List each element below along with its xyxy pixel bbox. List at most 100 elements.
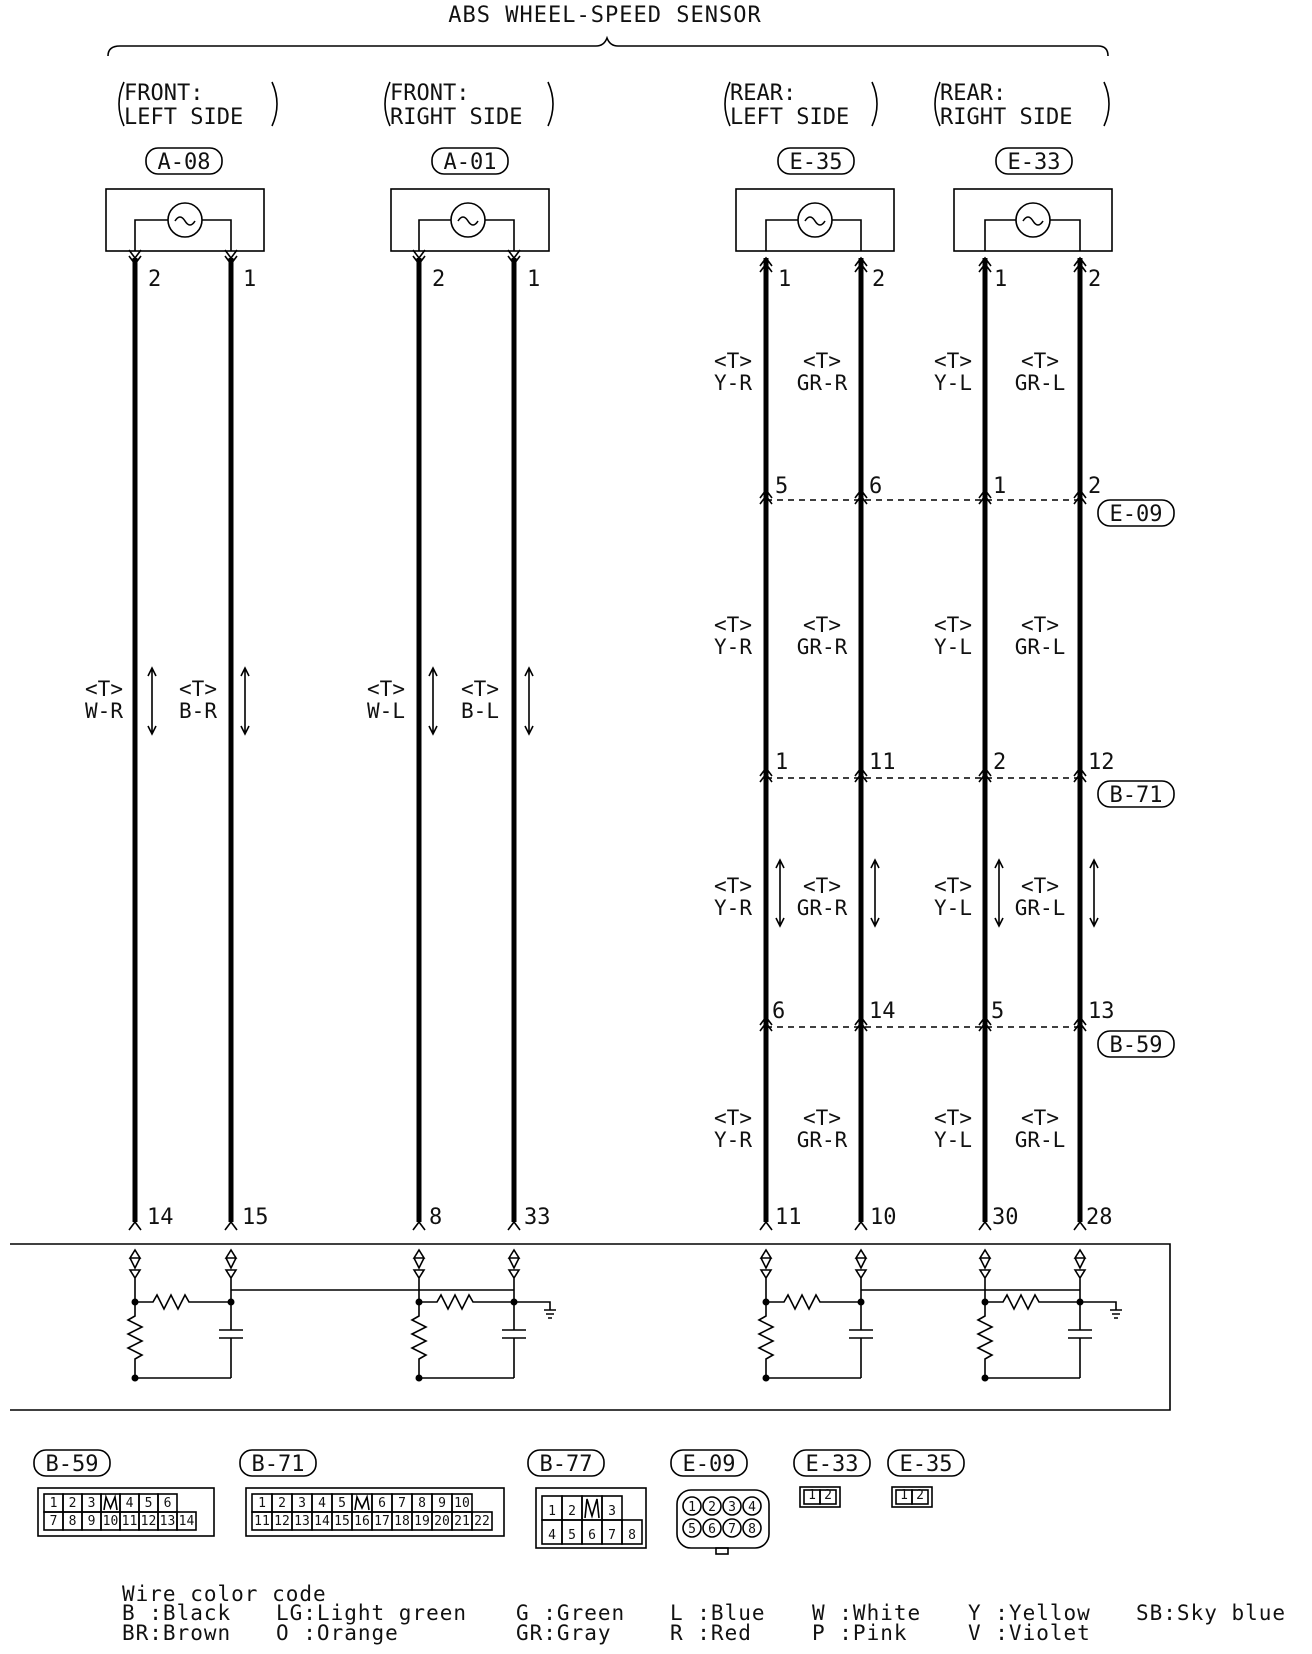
legend-entry: GR:Gray — [516, 1621, 612, 1645]
diagram-title: ABS WHEEL-SPEED SENSOR — [448, 3, 761, 28]
circuit-node — [227, 1298, 235, 1306]
sensor-pin: 1 — [243, 267, 256, 292]
connector-label: B-71 — [1110, 783, 1163, 808]
connector-pin-cell — [471, 1511, 493, 1531]
connector-pin-cell — [682, 1496, 702, 1516]
connector-housing — [799, 1486, 841, 1508]
junction-pin: 11 — [869, 750, 896, 775]
wire-tag: <T> — [714, 874, 752, 898]
sensor-front-right: FRONT: RIGHT SIDE A-01 2 1 — [384, 81, 554, 292]
connector-pin-number: 22 — [474, 1514, 490, 1529]
wire-tag: <T> — [803, 1106, 841, 1130]
junction-pin: 5 — [775, 474, 788, 499]
connector-pin-number: 2 — [69, 1496, 77, 1511]
wire-color-label: B-R — [179, 699, 217, 723]
wire-tag: <T> — [934, 349, 972, 373]
connector-key-mark — [354, 1494, 370, 1511]
legend-entry: R :Red — [670, 1621, 752, 1645]
connector-badge — [670, 1449, 748, 1477]
wire-tag: <T> — [367, 677, 405, 701]
connector-badge — [431, 147, 509, 175]
connector-pin-number: 3 — [608, 1504, 616, 1519]
connector-pin-cell — [742, 1496, 762, 1516]
ecu-input-circuit — [126, 1248, 243, 1382]
connector-pin-cell — [911, 1489, 929, 1505]
connector-latch — [715, 1547, 729, 1555]
connector-label: E-35 — [900, 1452, 953, 1477]
junction-pin: 14 — [869, 999, 896, 1024]
connector-pin-cell — [742, 1518, 762, 1538]
connector-badge — [887, 1449, 965, 1477]
sensor-pin: 2 — [872, 267, 885, 292]
sensor-side-line1: REAR: — [730, 81, 796, 106]
legend-entry: BR:Brown — [122, 1621, 231, 1645]
legend-entry: G :Green — [516, 1601, 625, 1625]
ecu-pin: 11 — [775, 1205, 802, 1230]
connector-pin-cell — [621, 1519, 643, 1545]
ecu-input-circuit — [976, 1248, 1122, 1382]
connector-label: B-59 — [46, 1452, 99, 1477]
connector-pin-number: 12 — [274, 1514, 290, 1529]
circuit-node — [857, 1298, 865, 1306]
connector-pin-number: 4 — [548, 1528, 556, 1543]
wire-color-label: GR-R — [797, 1128, 848, 1152]
connector-housing — [37, 1487, 215, 1537]
sensor-front-left: FRONT: LEFT SIDE A-08 2 1 — [105, 81, 278, 292]
connector-pin-number: 1 — [50, 1496, 58, 1511]
connector-pin-number: 10 — [103, 1514, 119, 1529]
wire-color-label: W-L — [367, 699, 405, 723]
connector-pin-number: 7 — [608, 1528, 616, 1543]
circuit-node — [415, 1298, 423, 1306]
ecu-input-circuit — [410, 1248, 556, 1382]
sensor-pin: 1 — [778, 267, 791, 292]
ecu-circuit-path — [126, 1248, 243, 1379]
circuit-node — [131, 1374, 139, 1382]
connector-pin-number: 6 — [708, 1522, 716, 1537]
connector-housing — [891, 1486, 933, 1508]
connector-pin-number: 14 — [314, 1514, 330, 1529]
connector-pin-cell — [722, 1496, 742, 1516]
ecu-pin: 8 — [429, 1205, 442, 1230]
junction-e09: 5 6 1 2 E-09 — [759, 474, 1175, 527]
connector-pin-number: 9 — [88, 1514, 96, 1529]
connector-pin-number: 1 — [900, 1488, 908, 1503]
rear-wire-labels-seg4: <T> Y-R <T> GR-R <T> Y-L <T> GR-L — [714, 1106, 1065, 1152]
connector-badge — [239, 1449, 317, 1477]
connector-pin-number: 14 — [179, 1514, 195, 1529]
legend-entry: Y :Yellow — [968, 1601, 1091, 1625]
sensor-pin: 2 — [148, 267, 161, 292]
connector-pin-number: 12 — [141, 1514, 157, 1529]
connector-pin-cell — [702, 1518, 722, 1538]
connector-pin-number: 13 — [294, 1514, 310, 1529]
connector-badge — [527, 1449, 605, 1477]
connector-pin-number: 1 — [548, 1504, 556, 1519]
connector-badge — [33, 1449, 111, 1477]
wire-color-label: Y-R — [714, 896, 752, 920]
connector-pin-number: 5 — [338, 1496, 346, 1511]
connector-label: E-09 — [683, 1452, 736, 1477]
connector-pin-number: 19 — [414, 1514, 430, 1529]
connector-badge — [1097, 499, 1175, 527]
connector-pin-number: 2 — [568, 1504, 576, 1519]
connector-pin-number: 11 — [122, 1514, 138, 1529]
junction-pin: 13 — [1088, 999, 1115, 1024]
connector-badge — [1097, 780, 1175, 808]
sensor-pin: 2 — [1088, 267, 1101, 292]
ecu-outline — [10, 1243, 1171, 1411]
ecu-input-circuit — [757, 1248, 873, 1382]
sensor-body — [390, 188, 550, 252]
wire-tag: <T> — [934, 1106, 972, 1130]
connector-label: B-77 — [540, 1452, 593, 1477]
ecu-pin: 28 — [1086, 1205, 1113, 1230]
connector-pin-number: 1 — [688, 1500, 696, 1515]
junction-pin: 12 — [1088, 750, 1115, 775]
sensor-side-line2: LEFT SIDE — [124, 105, 243, 130]
circuit-node — [1076, 1298, 1084, 1306]
